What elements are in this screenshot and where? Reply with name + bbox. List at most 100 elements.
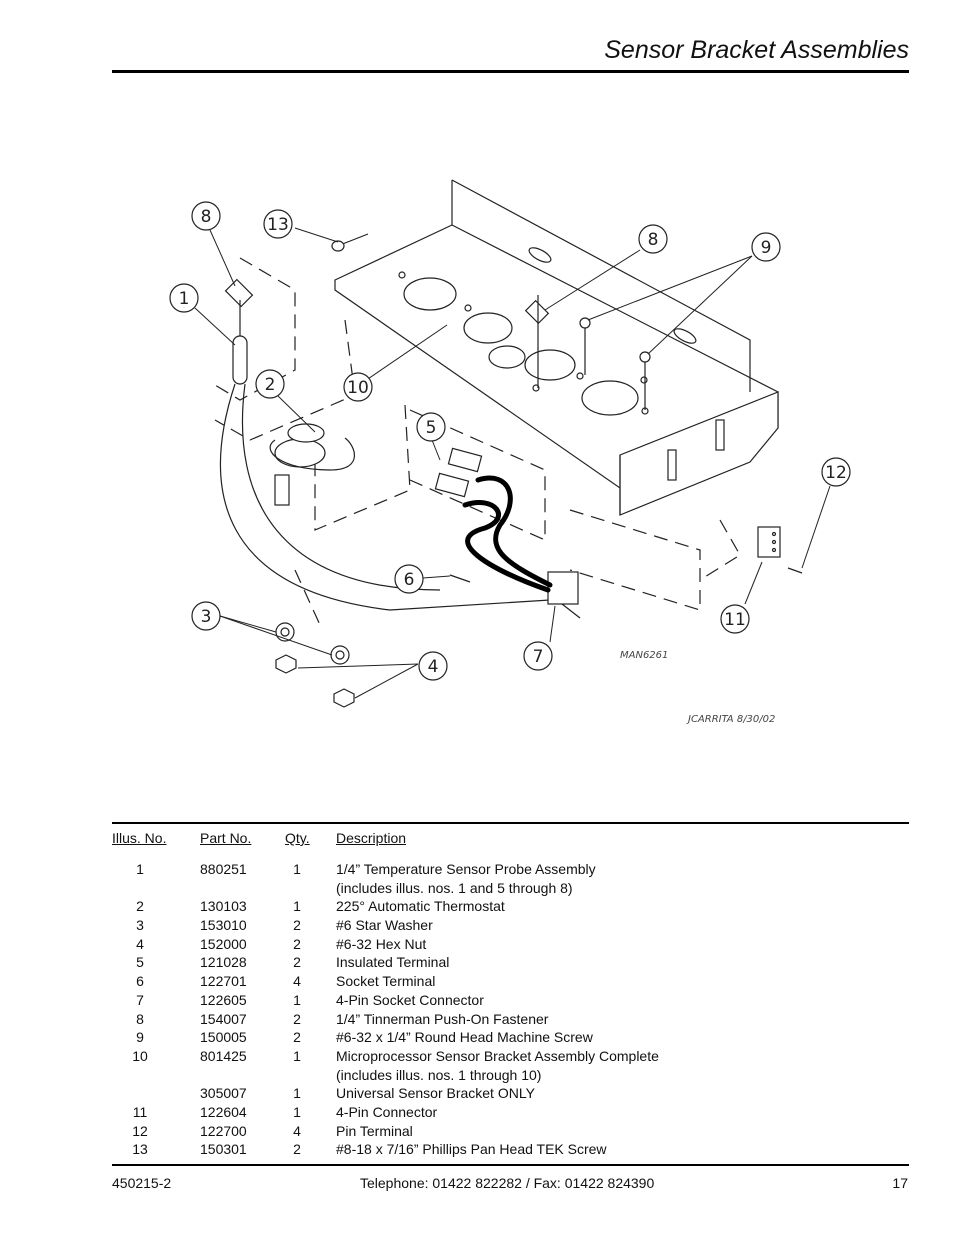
header-part: Part No. xyxy=(200,830,252,846)
illus-cell: 1 xyxy=(136,861,144,877)
callout-5: 5 xyxy=(426,418,437,438)
callout-2: 2 xyxy=(265,375,276,395)
description-cell: #6 Star Washer xyxy=(336,917,433,934)
doc-number: 450215-2 xyxy=(112,1175,172,1191)
callout-7: 7 xyxy=(533,647,544,667)
table-row: 305007 1 Universal Sensor Bracket ONLY xyxy=(112,1084,909,1103)
illus-cell: 8 xyxy=(136,1010,144,1027)
callout-4: 4 xyxy=(428,657,439,677)
illus-cell: 11 xyxy=(132,1103,148,1120)
callout-8a: 8 xyxy=(201,207,212,227)
part-cell: 121028 xyxy=(200,954,247,971)
illus-cell: 5 xyxy=(136,954,144,971)
table-row: (includes illus. nos. 1 and 5 through 8) xyxy=(112,879,909,898)
part-cell: 801425 xyxy=(200,1047,247,1064)
table-row: 10 801425 1 Microprocessor Sensor Bracket A… xyxy=(112,1047,909,1066)
callout-1: 1 xyxy=(179,289,190,309)
description-cell: #8-18 x 7/16” Phillips Pan Head TEK Scre… xyxy=(336,1141,607,1158)
drafter-signature: JCARRITA 8/30/02 xyxy=(686,714,775,725)
part-cell: 153010 xyxy=(200,917,247,934)
qty-cell: 1 xyxy=(293,991,301,1008)
table-rule xyxy=(112,822,909,824)
part-cell: 150005 xyxy=(200,1029,247,1046)
description-cell: Socket Terminal xyxy=(336,973,436,990)
table-row: 6 122701 4 Socket Terminal xyxy=(112,972,909,991)
description-cell: 225° Automatic Thermostat xyxy=(336,898,505,915)
callout-12: 12 xyxy=(825,463,847,483)
callout-10: 10 xyxy=(347,378,369,398)
part-cell: 154007 xyxy=(200,1010,247,1027)
part-cell: 122701 xyxy=(200,973,247,990)
table-row: 7 122605 1 4-Pin Socket Connector xyxy=(112,991,909,1010)
illus-cell: 4 xyxy=(136,935,144,952)
illus-cell: 12 xyxy=(132,1122,148,1139)
header-desc: Description xyxy=(336,830,407,846)
part-cell: 150301 xyxy=(200,1141,247,1158)
parts-table-header: Illus. No. Part No. Qty. Description xyxy=(112,828,909,858)
description-cell: #6-32 x 1/4” Round Head Machine Screw xyxy=(336,1029,593,1046)
table-row: (includes illus. nos. 1 through 10) xyxy=(112,1066,909,1085)
part-cell: 122605 xyxy=(200,991,247,1008)
illus-cell: 6 xyxy=(136,973,144,990)
table-row: 9 150005 2 #6-32 x 1/4” Round Head Machine … xyxy=(112,1028,909,1047)
footer-rule xyxy=(112,1164,909,1166)
part-cell: 305007 xyxy=(200,1085,247,1102)
qty-cell: 1 xyxy=(293,861,301,877)
description-cell: Pin Terminal xyxy=(336,1122,413,1139)
callout-8b: 8 xyxy=(648,230,659,250)
table-row: 5 121028 2 Insulated Terminal xyxy=(112,953,909,972)
parts-table-body: 1 880251 1 1/4” Temperature Sensor Probe As… xyxy=(112,860,909,1159)
contact-info: Telephone: 01422 822282 / Fax: 01422 824… xyxy=(360,1175,655,1191)
callout-11: 11 xyxy=(724,610,746,630)
part-cell: 122700 xyxy=(200,1122,247,1139)
qty-cell: 2 xyxy=(293,1029,301,1046)
qty-cell: 2 xyxy=(293,917,301,934)
description-cell: 4-Pin Connector xyxy=(336,1103,438,1120)
part-cell: 130103 xyxy=(200,898,247,915)
exploded-parts-diagram: 8 13 1 2 10 8 9 5 6 3 4 7 11 12 MAN6261 … xyxy=(169,179,851,725)
page-title: Sensor Bracket Assemblies xyxy=(604,36,909,64)
description-cell: 1/4” Temperature Sensor Probe Assembly xyxy=(336,861,596,877)
table-row: 13 150301 2 #8-18 x 7/16” Phillips Pan Head… xyxy=(112,1140,909,1159)
qty-cell: 1 xyxy=(293,1085,301,1102)
description-cell: (includes illus. nos. 1 and 5 through 8) xyxy=(336,879,573,896)
qty-cell: 1 xyxy=(293,898,301,915)
part-cell: 880251 xyxy=(200,861,247,877)
table-row: 8 154007 2 1/4” Tinnerman Push-On Fastener xyxy=(112,1010,909,1029)
drawing-code: MAN6261 xyxy=(620,650,668,661)
description-cell: 4-Pin Socket Connector xyxy=(336,991,484,1008)
title-rule xyxy=(112,70,909,73)
header-illus: Illus. No. xyxy=(112,830,167,846)
qty-cell: 2 xyxy=(293,954,301,971)
qty-cell: 4 xyxy=(293,1122,301,1139)
page-number: 17 xyxy=(892,1175,908,1191)
description-cell: 1/4” Tinnerman Push-On Fastener xyxy=(336,1010,549,1027)
illus-cell: 2 xyxy=(136,898,144,915)
qty-cell: 1 xyxy=(293,1047,301,1064)
description-cell: Universal Sensor Bracket ONLY xyxy=(336,1085,535,1102)
table-row: 1 880251 1 1/4” Temperature Sensor Probe As… xyxy=(112,860,909,879)
illus-cell: 10 xyxy=(132,1047,148,1064)
description-cell: Insulated Terminal xyxy=(336,954,450,971)
description-cell: Microprocessor Sensor Bracket Assembly C… xyxy=(336,1047,659,1064)
table-row: 2 130103 1 225° Automatic Thermostat xyxy=(112,897,909,916)
illus-cell: 9 xyxy=(136,1029,144,1046)
table-row: 12 122700 4 Pin Terminal xyxy=(112,1122,909,1141)
callout-13: 13 xyxy=(267,215,289,235)
illus-cell: 3 xyxy=(136,917,144,934)
qty-cell: 1 xyxy=(293,1103,301,1120)
qty-cell: 2 xyxy=(293,1141,301,1158)
description-cell: #6-32 Hex Nut xyxy=(336,935,427,952)
part-cell: 122604 xyxy=(200,1103,247,1120)
part-cell: 152000 xyxy=(200,935,247,952)
illus-cell: 7 xyxy=(136,991,144,1008)
callout-3: 3 xyxy=(201,607,212,627)
callout-9: 9 xyxy=(761,238,772,258)
header-qty: Qty. xyxy=(285,830,310,846)
qty-cell: 4 xyxy=(293,973,301,990)
illus-cell: 13 xyxy=(132,1141,148,1158)
table-row: 3 153010 2 #6 Star Washer xyxy=(112,916,909,935)
qty-cell: 2 xyxy=(293,1010,301,1027)
